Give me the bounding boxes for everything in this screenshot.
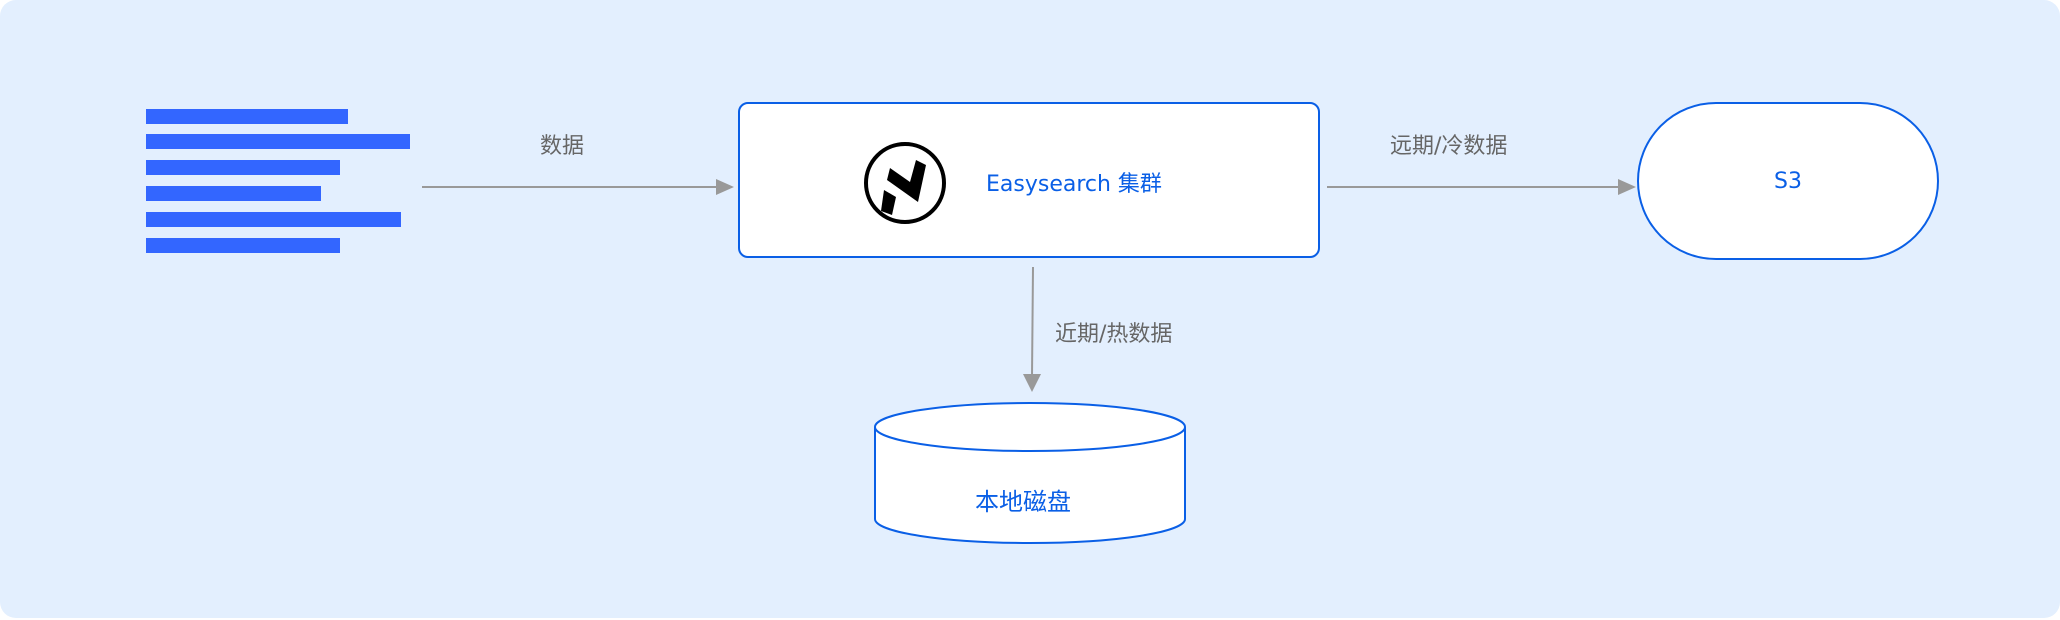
easysearch-logo-icon — [864, 142, 946, 224]
s3-label: S3 — [1774, 168, 1802, 194]
data-line — [146, 212, 401, 227]
cold-data-label: 远期/冷数据 — [1390, 134, 1508, 159]
data-line — [146, 109, 348, 124]
ingest-arrowhead — [716, 179, 734, 195]
data-line — [146, 186, 321, 201]
cold-arrowhead — [1618, 179, 1636, 195]
disk-cylinder — [874, 402, 1186, 544]
hot-arrowhead — [1023, 374, 1041, 392]
cluster-label: Easysearch 集群 — [986, 172, 1162, 197]
local-disk-label: 本地磁盘 — [975, 488, 1071, 516]
ingest-label: 数据 — [540, 134, 585, 159]
hot-data-label: 近期/热数据 — [1055, 322, 1173, 347]
hot-arrow-line — [1031, 266, 1034, 377]
s3-storage-node: S3 — [1637, 102, 1939, 260]
easysearch-cluster-node: Easysearch 集群 — [738, 102, 1320, 258]
data-line — [146, 160, 340, 175]
data-line — [146, 238, 340, 253]
data-line — [146, 134, 410, 149]
